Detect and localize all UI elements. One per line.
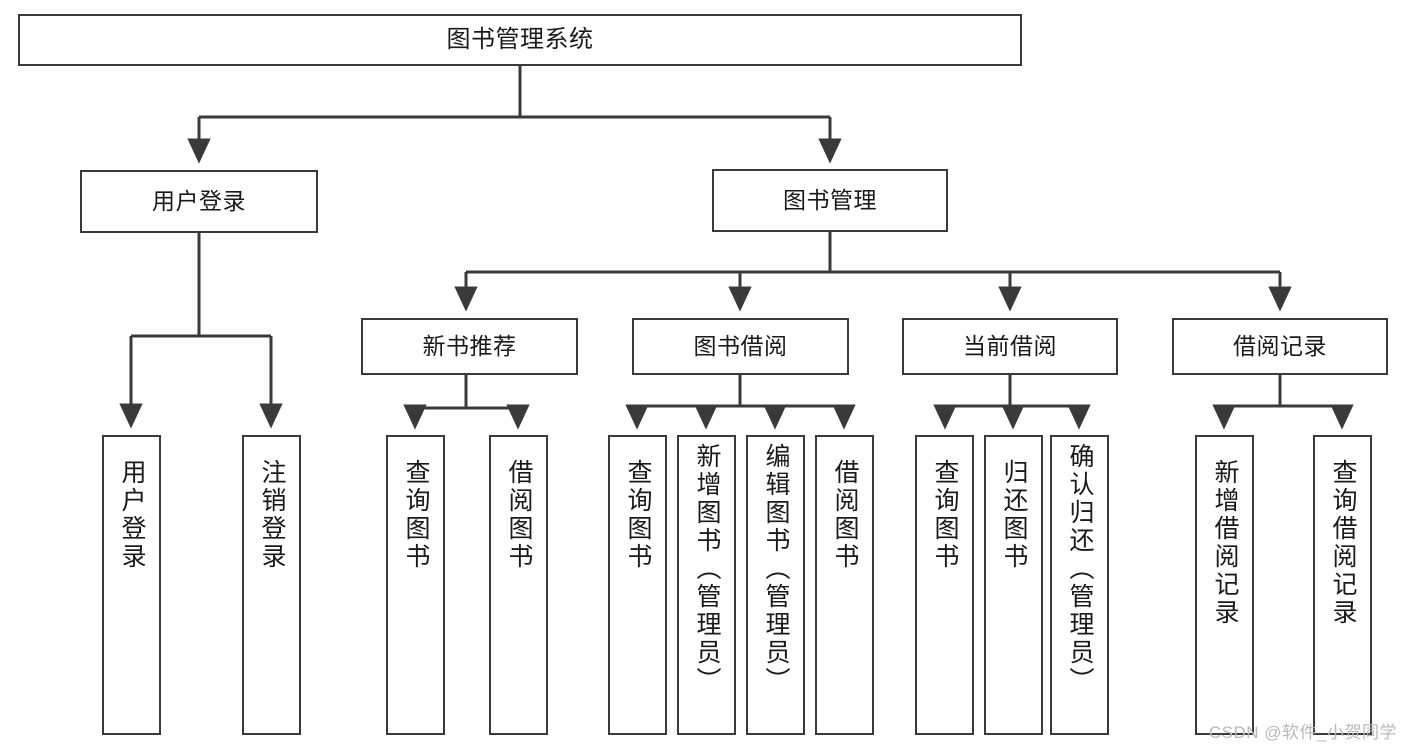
node-label: 当前借阅 [963, 333, 1057, 360]
node-label: 用户登录 [118, 459, 146, 571]
leaf-query-book-recommendation[interactable]: 查询图书 [386, 435, 445, 735]
node-label: 查询图书 [402, 459, 430, 571]
leaf-borrow-book-recommendation[interactable]: 借阅图书 [489, 435, 548, 735]
node-user-login[interactable]: 用户登录 [80, 170, 318, 233]
node-book-management[interactable]: 图书管理 [712, 169, 948, 232]
node-label: 新增借阅记录 [1211, 459, 1239, 627]
node-current-borrow[interactable]: 当前借阅 [902, 318, 1118, 375]
node-label: 图书借阅 [693, 333, 788, 360]
leaf-user-login[interactable]: 用户登录 [102, 435, 161, 735]
node-label: 查询借阅记录 [1329, 459, 1357, 627]
leaf-borrow-book[interactable]: 借阅图书 [815, 435, 874, 735]
node-label: 归还图书 [1000, 459, 1028, 571]
leaf-return-book[interactable]: 归还图书 [984, 435, 1043, 735]
leaf-add-borrow-record[interactable]: 新增借阅记录 [1195, 435, 1254, 735]
leaf-query-book-current[interactable]: 查询图书 [915, 435, 974, 735]
leaf-logout[interactable]: 注销登录 [242, 435, 301, 735]
node-label: 用户登录 [152, 188, 246, 215]
leaf-query-book-borrow[interactable]: 查询图书 [608, 435, 667, 735]
node-label: 确认归还（管理员） [1066, 443, 1094, 695]
node-label: 图书管理 [783, 187, 877, 214]
node-root-system[interactable]: 图书管理系统 [18, 14, 1022, 66]
node-borrow-record[interactable]: 借阅记录 [1172, 318, 1388, 375]
node-label: 注销登录 [258, 459, 286, 571]
node-label: 新增图书（管理员） [693, 443, 721, 695]
node-label: 借阅图书 [831, 459, 859, 571]
node-label: 查询图书 [624, 459, 652, 571]
leaf-edit-book-admin[interactable]: 编辑图书（管理员） [746, 435, 805, 735]
leaf-confirm-return-admin[interactable]: 确认归还（管理员） [1050, 435, 1109, 735]
watermark: CSDN @软件_小贺同学 [1208, 723, 1397, 742]
node-label: 图书管理系统 [446, 26, 594, 54]
node-book-borrow[interactable]: 图书借阅 [632, 318, 849, 375]
node-label: 编辑图书（管理员） [762, 443, 790, 695]
node-label: 借阅记录 [1233, 333, 1327, 360]
node-label: 新书推荐 [422, 333, 517, 360]
node-new-book-recommendation[interactable]: 新书推荐 [361, 318, 578, 375]
leaf-add-book-admin[interactable]: 新增图书（管理员） [677, 435, 736, 735]
node-label: 查询图书 [931, 459, 959, 571]
node-label: 借阅图书 [505, 459, 533, 571]
leaf-query-borrow-record[interactable]: 查询借阅记录 [1313, 435, 1372, 735]
